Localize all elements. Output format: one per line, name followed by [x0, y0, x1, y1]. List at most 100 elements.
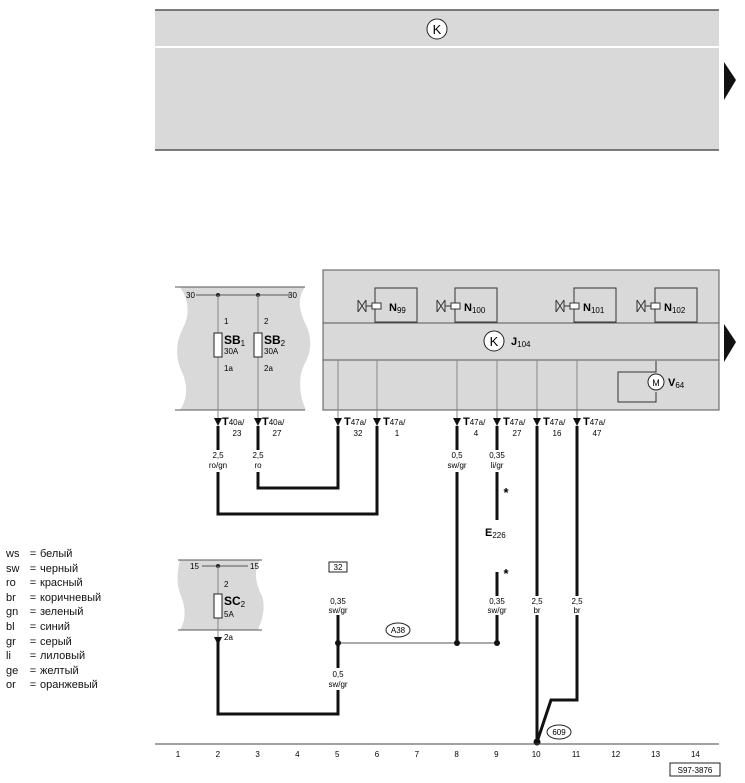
legend-color-name: желтый: [40, 664, 79, 677]
connector-label: T47a/: [503, 416, 526, 428]
wire-size: 2,5: [531, 597, 543, 606]
k-symbol-icon: K: [483, 330, 505, 352]
junction-a38-label: A38: [391, 626, 406, 635]
legend-row: ge=желтый: [6, 664, 101, 679]
valve-n100: N100: [436, 287, 498, 323]
svg-text:K: K: [433, 22, 442, 37]
connector-pin: 23: [233, 429, 242, 438]
component-e226-label: E226: [485, 527, 506, 540]
wire-size: 0,35: [330, 597, 346, 606]
fuse-sb2-icon: [253, 332, 263, 358]
legend-equals: =: [29, 562, 37, 575]
svg-text:N100: N100: [464, 302, 486, 315]
svg-text:N99: N99: [389, 302, 406, 315]
wire-color: sw/gr: [328, 680, 347, 689]
wire-color: sw/gr: [487, 606, 506, 615]
scale-label: 10: [532, 750, 541, 759]
rail-label: 30: [288, 291, 297, 300]
svg-text:V64: V64: [668, 377, 685, 390]
connector-pin: 1: [395, 429, 400, 438]
legend-code: gn: [6, 606, 19, 619]
wire-color: br: [533, 606, 540, 615]
wire-size: 0,5: [332, 670, 344, 679]
legend-code: ro: [6, 577, 16, 590]
legend-equals: =: [29, 548, 37, 560]
wire-size: 0,35: [489, 451, 505, 460]
legend-code: gr: [6, 635, 16, 648]
legend-row: gn =зеленый: [6, 605, 101, 620]
fuse-sb1-label: SB1: [224, 333, 246, 348]
legend-color-name: лиловый: [40, 650, 86, 663]
fuse-pin: 2: [224, 580, 229, 589]
connector-label: T47a/: [463, 416, 486, 428]
legend-code: bl: [6, 620, 15, 633]
scale-label: 3: [255, 750, 260, 759]
ground-609: [546, 724, 572, 740]
wire-size: 2,5: [252, 451, 264, 460]
scale-label: 9: [494, 750, 499, 759]
connector-label: T40a/: [262, 416, 285, 428]
legend-row: br=коричневый: [6, 591, 101, 606]
wire-color: sw/gr: [328, 606, 347, 615]
wire-color: li/gr: [491, 461, 504, 470]
wire-size: 0,5: [451, 451, 463, 460]
legend-color-name: серый: [40, 635, 72, 648]
scale-label: 1: [176, 750, 181, 759]
wire-color: ro: [254, 461, 262, 470]
figure-id: S97-3876: [678, 766, 713, 775]
fuse-pin: 2a: [224, 633, 233, 642]
connector-pin: 27: [513, 429, 522, 438]
scale-label: 13: [651, 750, 660, 759]
fuse-pin: 1: [224, 317, 229, 326]
connector-pin: 32: [354, 429, 363, 438]
legend-color-name: черный: [40, 562, 79, 575]
legend-code: ge: [6, 664, 19, 677]
junction-a38: [385, 622, 411, 638]
legend-equals: =: [29, 591, 37, 604]
scale-label: 7: [415, 750, 420, 759]
scale-label: 12: [611, 750, 620, 759]
legend-code: ws: [6, 548, 20, 560]
wire-color: sw/gr: [447, 461, 466, 470]
legend-color-name: красный: [40, 577, 83, 590]
continue-arrow-icon: [724, 62, 736, 100]
scale-label: 14: [691, 750, 700, 759]
legend-color-name: белый: [40, 548, 73, 560]
svg-text:N102: N102: [664, 302, 686, 315]
legend-color-name: зеленый: [40, 606, 84, 619]
wire-color: br: [573, 606, 580, 615]
legend-equals: =: [29, 577, 37, 590]
rail-label: 15: [250, 562, 259, 571]
legend-equals: =: [29, 679, 37, 692]
legend-row: bl=синий: [6, 620, 101, 635]
scale-label: 6: [375, 750, 380, 759]
legend-equals: =: [29, 606, 37, 619]
wire-size: 2,5: [212, 451, 224, 460]
fuse-pin: 1a: [224, 364, 233, 373]
legend-row: ro =красный: [6, 576, 101, 591]
fuse-sb1-icon: [213, 332, 223, 358]
valve-n99: N99: [357, 287, 418, 323]
legend-row: or=оранжевый: [6, 678, 101, 693]
fuse-sb2-label: SB2: [264, 333, 286, 348]
legend-row: sw=черный: [6, 562, 101, 577]
svg-text:N101: N101: [583, 302, 605, 315]
continue-arrow-icon: [724, 324, 736, 362]
wires: [216, 426, 579, 743]
valve-n102: N102: [636, 287, 698, 323]
fuse-rating: 5A: [224, 610, 234, 619]
connector-pin: 27: [273, 429, 282, 438]
legend-code: li: [6, 650, 11, 663]
control-unit-label: J104: [511, 336, 531, 349]
motor-v64: M V64: [617, 361, 685, 403]
scale-label: 5: [335, 750, 340, 759]
figure-id-box: [669, 762, 721, 777]
wire-size: 0,35: [489, 597, 505, 606]
fuse-rating: 30A: [224, 347, 239, 356]
fuse-sc2-label: SC2: [224, 594, 246, 609]
legend-code: br: [6, 591, 16, 604]
legend-row: li=лиловый: [6, 649, 101, 664]
legend-code: or: [6, 679, 16, 692]
